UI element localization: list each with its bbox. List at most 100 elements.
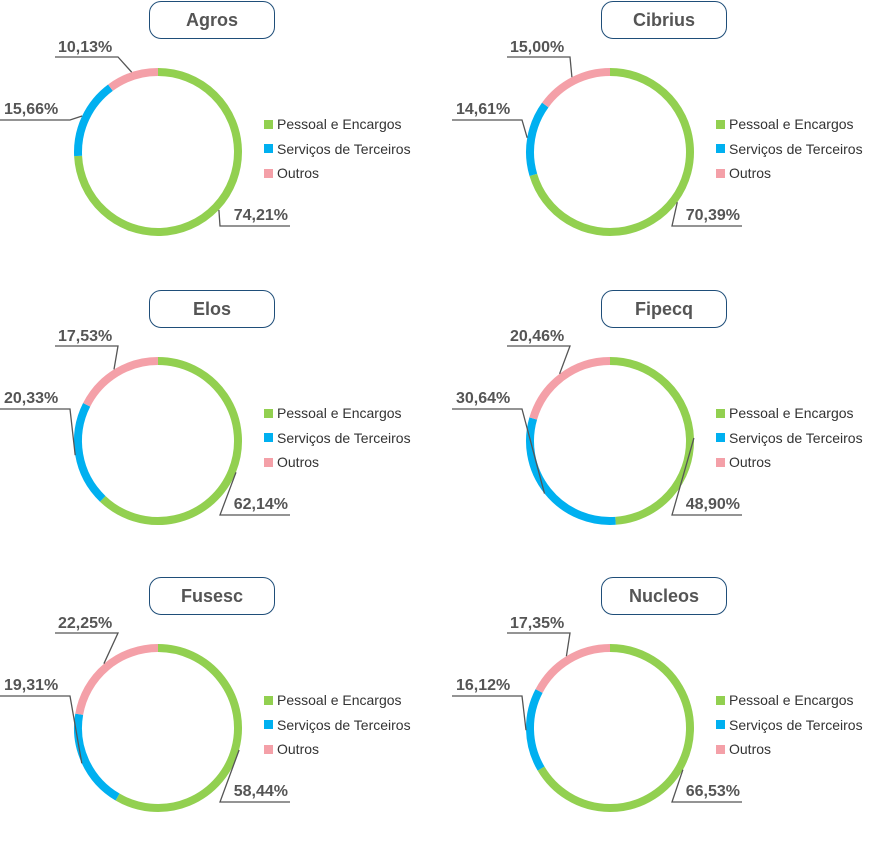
leader-line — [0, 408, 76, 456]
leader-line — [219, 749, 290, 803]
chart-title: Fusesc — [149, 577, 275, 615]
legend-swatch — [264, 695, 273, 705]
leader-line — [0, 695, 83, 764]
leader-line — [452, 119, 528, 138]
value-label: 10,13% — [58, 39, 112, 56]
legend-swatch — [716, 744, 725, 754]
legend-label: Serviços de Terceiros — [729, 140, 863, 157]
donut-chart-svg: 66,53%16,12%17,35% — [452, 615, 742, 812]
donut-slice-pessoal — [74, 68, 242, 236]
legend-item: Outros — [264, 737, 411, 762]
legend-swatch — [716, 695, 725, 705]
leader-line — [219, 472, 290, 516]
legend-item: Pessoal e Encargos — [716, 401, 863, 426]
legend-label: Outros — [729, 165, 772, 182]
donut-slice-servicos — [74, 403, 106, 502]
legend-item: Outros — [716, 737, 863, 762]
legend-swatch — [264, 433, 273, 443]
legend-label: Outros — [729, 454, 772, 471]
leader-line — [507, 632, 571, 657]
donut-chart-svg: 58,44% 19,31% 22,25% — [0, 615, 290, 812]
legend-swatch — [264, 144, 273, 154]
chart-title: Cibrius — [601, 1, 727, 39]
legend-swatch — [264, 720, 273, 730]
chart-title: Elos — [149, 290, 275, 328]
legend-label: Serviços de Terceiros — [729, 716, 863, 733]
value-label: 15,66% — [4, 101, 58, 118]
legend-item: Serviços de Terceiros — [716, 713, 863, 738]
donut-slice-servicos — [526, 417, 616, 525]
legend-item: Serviços de Terceiros — [264, 426, 411, 451]
leader-line — [671, 437, 742, 516]
donut-slice-servicos — [526, 102, 549, 176]
legend-swatch — [716, 433, 725, 443]
legend-swatch — [264, 168, 273, 178]
legend-label: Outros — [277, 741, 320, 758]
value-label: 62,14% — [234, 496, 288, 513]
chart-title: Fipecq — [601, 290, 727, 328]
value-label: 22,25% — [58, 615, 112, 632]
donut-slice-pessoal — [115, 644, 243, 812]
legend-item: Serviços de Terceiros — [716, 426, 863, 451]
legend-label: Pessoal e Encargos — [277, 116, 402, 133]
donut-chart-svg: 48,90%30,64%20,46% — [452, 328, 742, 525]
value-label: 17,53% — [58, 328, 112, 345]
legend-item: Pessoal e Encargos — [264, 112, 411, 137]
legend-label: Serviços de Terceiros — [277, 140, 411, 157]
leader-line — [507, 345, 571, 375]
value-label: 58,44% — [234, 783, 288, 800]
legend-label: Outros — [729, 741, 772, 758]
donut-slice-outros — [535, 644, 611, 693]
legend-swatch — [264, 119, 273, 129]
leader-line — [452, 695, 527, 731]
donut-slice-pessoal — [537, 644, 694, 812]
legend-swatch — [264, 744, 273, 754]
value-label: 20,33% — [4, 390, 58, 407]
leader-line — [671, 202, 742, 227]
donut-slice-outros — [529, 357, 611, 420]
value-label: 66,53% — [686, 783, 740, 800]
value-label: 74,21% — [234, 207, 288, 224]
value-label: 19,31% — [4, 677, 58, 694]
value-label: 16,12% — [456, 677, 510, 694]
chart-title: Agros — [149, 1, 275, 39]
donut-slice-pessoal — [529, 68, 694, 236]
donut-slice-outros — [542, 68, 611, 108]
legend-label: Pessoal e Encargos — [729, 405, 854, 422]
legend-item: Pessoal e Encargos — [716, 112, 863, 137]
donut-slice-servicos — [74, 713, 120, 801]
legend-swatch — [716, 119, 725, 129]
donut-slice-outros — [108, 68, 159, 91]
legend-swatch — [716, 457, 725, 467]
legend-label: Pessoal e Encargos — [277, 405, 402, 422]
donut-chart-svg: 70,39%14,61%15,00% — [452, 39, 742, 236]
legend-item: Serviços de Terceiros — [264, 137, 411, 162]
value-label: 14,61% — [456, 101, 510, 118]
legend-swatch — [716, 720, 725, 730]
legend-label: Serviços de Terceiros — [277, 429, 411, 446]
donut-chart-svg: 62,14% 20,33% 17,53% — [0, 328, 290, 525]
legend-item: Outros — [716, 450, 863, 475]
legend-item: Outros — [264, 161, 411, 186]
legend-item: Pessoal e Encargos — [264, 688, 411, 713]
legend-swatch — [264, 408, 273, 418]
leader-line — [218, 209, 290, 227]
donut-slice-pessoal — [99, 357, 243, 525]
legend-item: Outros — [716, 161, 863, 186]
leader-line — [507, 56, 573, 78]
legend-swatch — [716, 144, 725, 154]
legend-swatch — [716, 168, 725, 178]
donut-slice-outros — [75, 644, 159, 716]
leader-line — [55, 632, 120, 664]
leader-line — [0, 115, 83, 121]
